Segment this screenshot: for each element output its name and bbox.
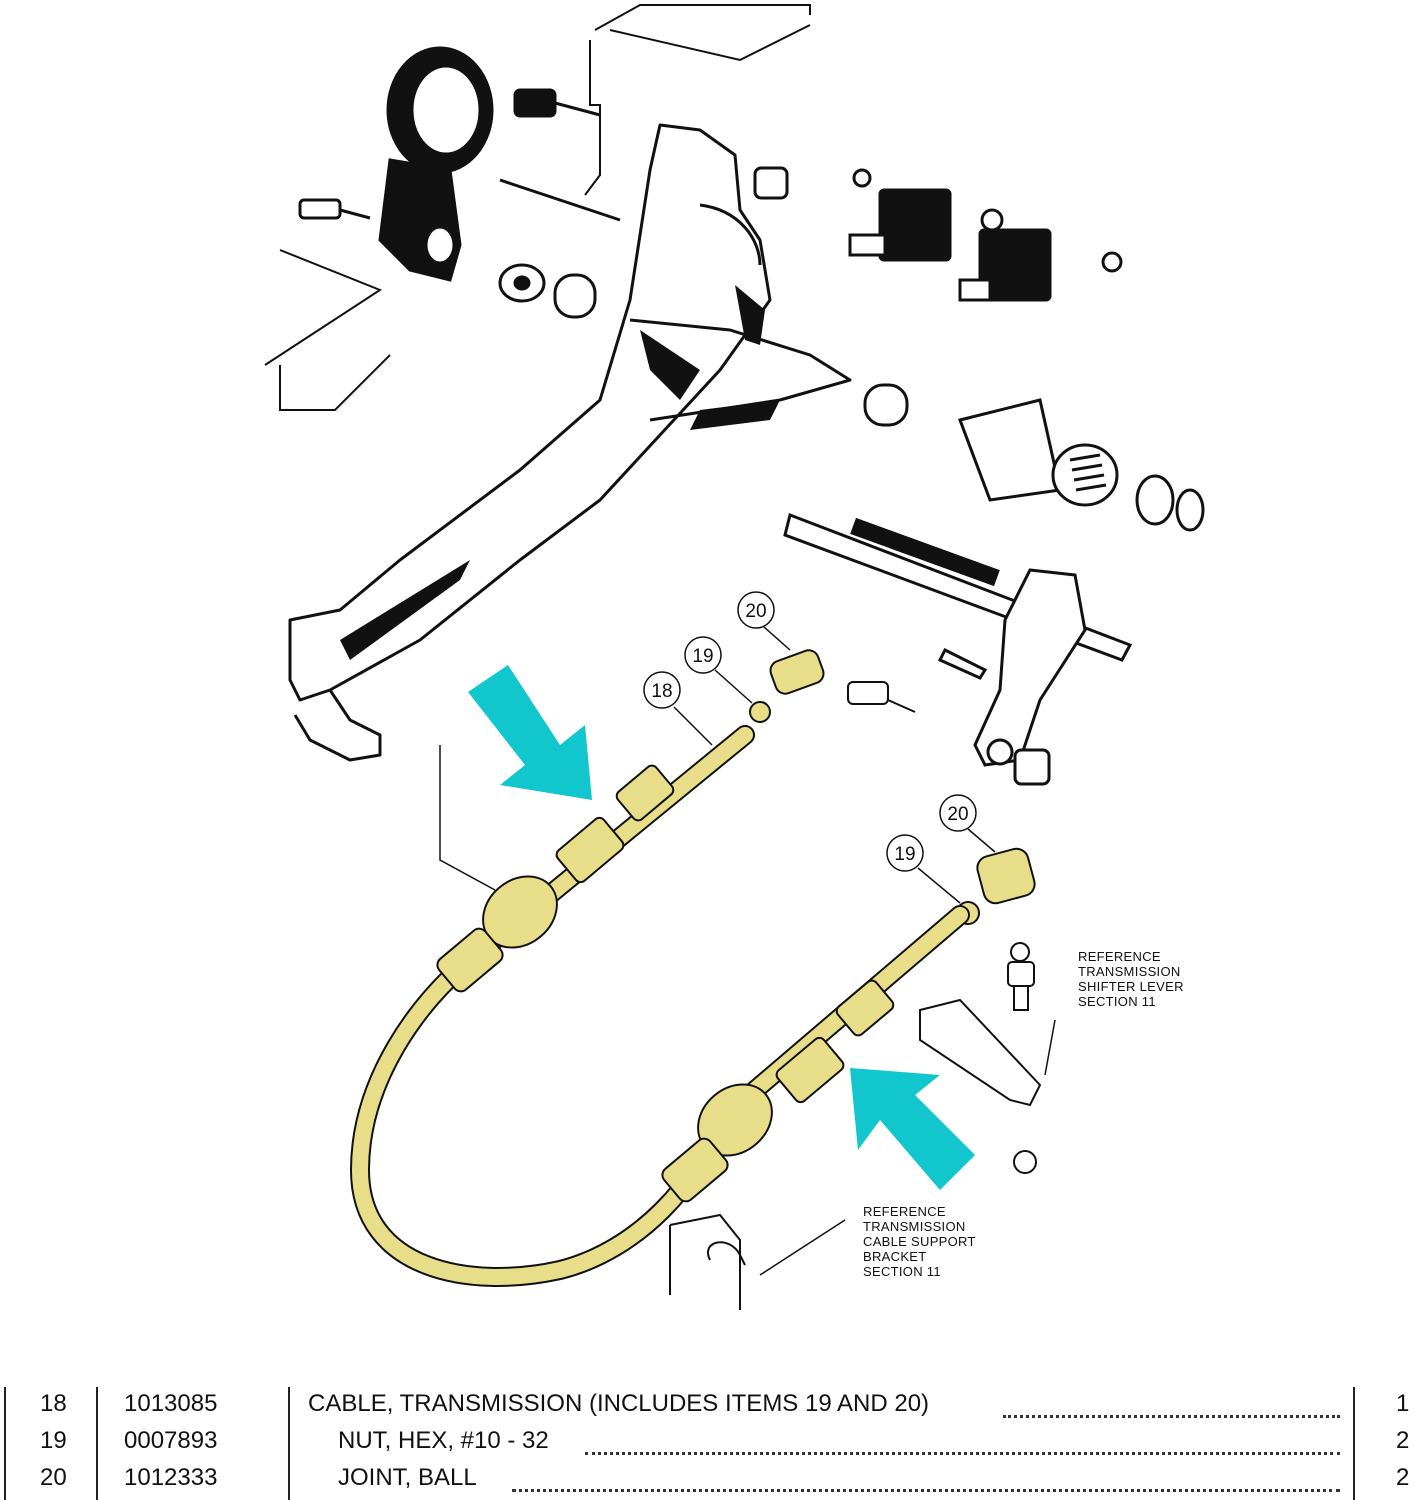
svg-text:CABLE SUPPORT: CABLE SUPPORT (863, 1234, 976, 1249)
cabinet-outline (264, 4, 811, 411)
pedal-bracket-line-art (288, 123, 852, 762)
shifter-arm (783, 512, 1133, 786)
callout-upper-20: 20 (745, 601, 766, 622)
table-rule-qty (1353, 1387, 1355, 1500)
parts-row-20: 20 1012333 JOINT, BALL 2 (0, 1464, 1415, 1500)
callout-bubbles (643, 591, 977, 872)
transmission-cable (349, 725, 970, 1287)
table-rule-part (288, 1387, 290, 1500)
reference-support-bracket: REFERENCE TRANSMISSION CABLE SUPPORT BRA… (863, 1204, 976, 1279)
quantity: 2 (1396, 1464, 1410, 1491)
item-number: 18 (40, 1390, 67, 1417)
item-number: 20 (40, 1464, 67, 1491)
part-number: 0007893 (124, 1427, 218, 1454)
svg-text:TRANSMISSION: TRANSMISSION (1078, 964, 1181, 979)
svg-text:TRANSMISSION: TRANSMISSION (863, 1219, 966, 1234)
svg-text:SECTION 11: SECTION 11 (863, 1264, 941, 1279)
parts-list: 18 1013085 CABLE, TRANSMISSION (INCLUDES… (0, 1385, 1415, 1500)
spring-assembly (958, 398, 1205, 532)
svg-text:REFERENCE: REFERENCE (863, 1204, 946, 1219)
svg-text:REFERENCE: REFERENCE (1078, 949, 1161, 964)
part-number: 1013085 (124, 1390, 218, 1417)
callout-leaders (439, 626, 1056, 1276)
pedal-pad (378, 46, 494, 282)
upper-hardware (298, 88, 909, 427)
callout-upper-19: 19 (692, 646, 713, 667)
upper-cable-end-parts (749, 649, 916, 723)
callout-upper-18: 18 (651, 681, 672, 702)
pedal-bracket-shading (340, 285, 780, 660)
dot-leader (585, 1452, 1340, 1455)
svg-text:BRACKET: BRACKET (863, 1249, 927, 1264)
part-description: NUT, HEX, #10 - 32 (338, 1427, 549, 1454)
callout-lower-20: 20 (947, 804, 968, 825)
dot-leader (512, 1489, 1340, 1492)
callout-lower-19: 19 (894, 844, 915, 865)
item-number: 19 (40, 1427, 67, 1454)
parts-row-18: 18 1013085 CABLE, TRANSMISSION (INCLUDES… (0, 1390, 1415, 1426)
part-description: CABLE, TRANSMISSION (INCLUDES ITEMS 19 A… (308, 1390, 930, 1417)
quantity: 1 (1396, 1390, 1410, 1417)
reference-shifter-lever: REFERENCE TRANSMISSION SHIFTER LEVER SEC… (1078, 949, 1184, 1009)
arrow-lower (850, 1068, 975, 1190)
part-number: 1012333 (124, 1464, 218, 1491)
svg-text:SECTION 11: SECTION 11 (1078, 994, 1156, 1009)
part-description: JOINT, BALL (338, 1464, 477, 1491)
table-rule-item (96, 1387, 98, 1500)
cable-support-bracket (669, 1213, 746, 1310)
dot-leader (1003, 1415, 1340, 1418)
svg-text:SHIFTER LEVER: SHIFTER LEVER (1078, 979, 1184, 994)
microswitches (848, 168, 1123, 302)
table-rule-left (4, 1387, 6, 1500)
quantity: 2 (1396, 1427, 1410, 1454)
exploded-parts-diagram: 20 19 18 20 19 REFERENC (264, 4, 1205, 1310)
parts-row-19: 19 0007893 NUT, HEX, #10 - 32 2 (0, 1427, 1415, 1463)
cable-fittings (436, 764, 895, 1203)
arrow-upper (468, 665, 592, 800)
